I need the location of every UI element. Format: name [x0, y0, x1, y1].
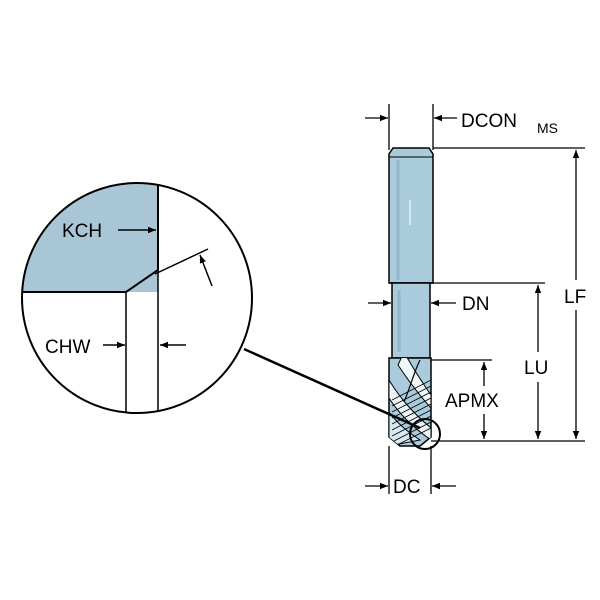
corner-detail-view: [21, 182, 253, 414]
lf-label: LF: [564, 287, 586, 308]
tool-flutes: [388, 357, 432, 447]
end-mill-tool: [388, 147, 434, 447]
dcon-label: DCON: [461, 111, 517, 132]
lu-label: LU: [524, 358, 548, 379]
detail-marker-circle: [409, 418, 441, 450]
dimension-lines: [365, 104, 585, 494]
dn-label: DN: [462, 294, 489, 315]
apmx-label: APMX: [445, 391, 499, 412]
dc-label: DC: [393, 477, 420, 498]
detail-leader-line: [243, 347, 421, 430]
chw-label: CHW: [45, 337, 90, 358]
kch-label: KCH: [62, 221, 102, 242]
dcon-subscript: MS: [537, 120, 558, 136]
